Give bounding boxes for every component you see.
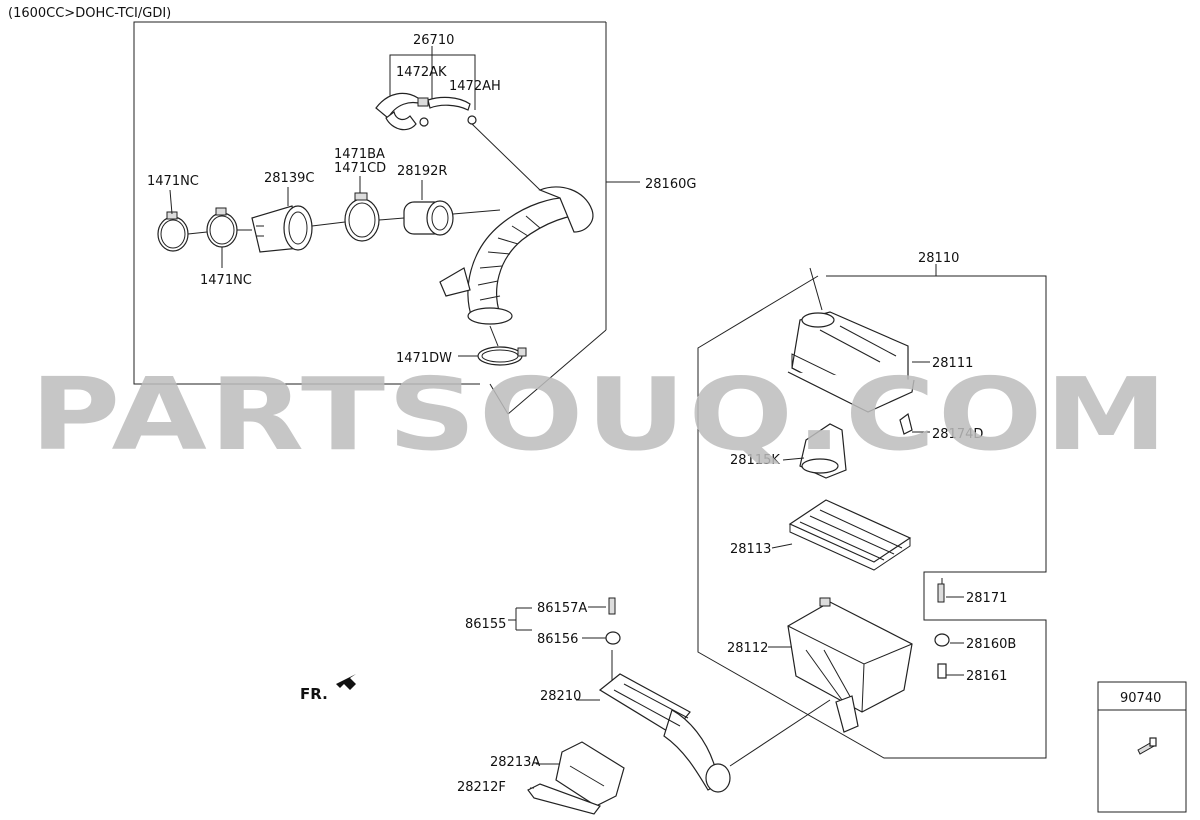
label-28192r: 28192R — [397, 164, 447, 179]
label-1471cd: 1471CD — [334, 161, 386, 176]
label-26710: 26710 — [413, 33, 454, 48]
duct-support-28212f[interactable] — [527, 783, 601, 815]
label-28113: 28113 — [730, 542, 771, 557]
label-28161: 28161 — [966, 669, 1007, 684]
label-28171: 28171 — [966, 591, 1007, 606]
label-1472ah: 1472AH — [449, 79, 501, 94]
label-1471nc-bottom: 1471NC — [200, 273, 252, 288]
hose-clamp-1471nc-right[interactable] — [206, 207, 238, 248]
label-28115k: 28115K — [730, 453, 780, 468]
collar-28161[interactable] — [937, 663, 947, 679]
label-1471ba: 1471BA — [334, 147, 385, 162]
front-arrow-icon — [336, 674, 356, 690]
intake-hose-28160g[interactable] — [439, 186, 594, 325]
resonator-28139c[interactable] — [251, 205, 313, 253]
hose-clamp-1471ba[interactable] — [344, 192, 380, 242]
bolt-28171[interactable] — [937, 583, 945, 603]
grommet-28160b[interactable] — [934, 633, 950, 647]
clip-28174d[interactable] — [899, 412, 913, 435]
filter-element-28113[interactable] — [788, 499, 912, 571]
label-86157a: 86157A — [537, 601, 587, 616]
assembly-box-28110 — [697, 275, 1047, 759]
label-28174d: 28174D — [932, 427, 983, 442]
lower-case-28112[interactable] — [787, 597, 913, 733]
label-28210: 28210 — [540, 689, 581, 704]
label-86156: 86156 — [537, 632, 578, 647]
bolt-icon — [1137, 737, 1157, 755]
engine-spec-header: (1600CC>DOHC-TCI/GDI) — [8, 6, 171, 21]
label-28139c: 28139C — [264, 171, 314, 186]
label-1472ak: 1472AK — [396, 65, 447, 80]
label-28213a: 28213A — [490, 755, 540, 770]
watermark-text: PARTSOUQ.COM — [30, 356, 1170, 473]
duct-28115k[interactable] — [799, 423, 847, 479]
intake-duct-28210[interactable] — [598, 673, 731, 793]
hose-clamp-1471nc-left[interactable] — [157, 211, 189, 252]
label-28160g: 28160G — [645, 177, 696, 192]
duct-bracket-28213a[interactable] — [555, 741, 625, 807]
nut-86156[interactable] — [605, 631, 621, 645]
label-28111: 28111 — [932, 356, 973, 371]
air-cleaner-cover-28111[interactable] — [787, 311, 915, 413]
label-1471dw: 1471DW — [396, 351, 452, 366]
label-28160b: 28160B — [966, 637, 1016, 652]
label-90740: 90740 — [1120, 691, 1161, 706]
label-1471nc-top: 1471NC — [147, 174, 199, 189]
label-28110: 28110 — [918, 251, 959, 266]
label-28112: 28112 — [727, 641, 768, 656]
breather-hose-26710[interactable] — [375, 92, 477, 131]
duct-28192r[interactable] — [403, 200, 454, 236]
assembly-box-28160g — [133, 21, 606, 385]
label-86155: 86155 — [465, 617, 506, 632]
side-part-box-90740[interactable] — [1097, 681, 1187, 813]
screw-86157a[interactable] — [608, 597, 616, 615]
label-28212f: 28212F — [457, 780, 506, 795]
front-direction-label: FR. — [300, 685, 328, 703]
